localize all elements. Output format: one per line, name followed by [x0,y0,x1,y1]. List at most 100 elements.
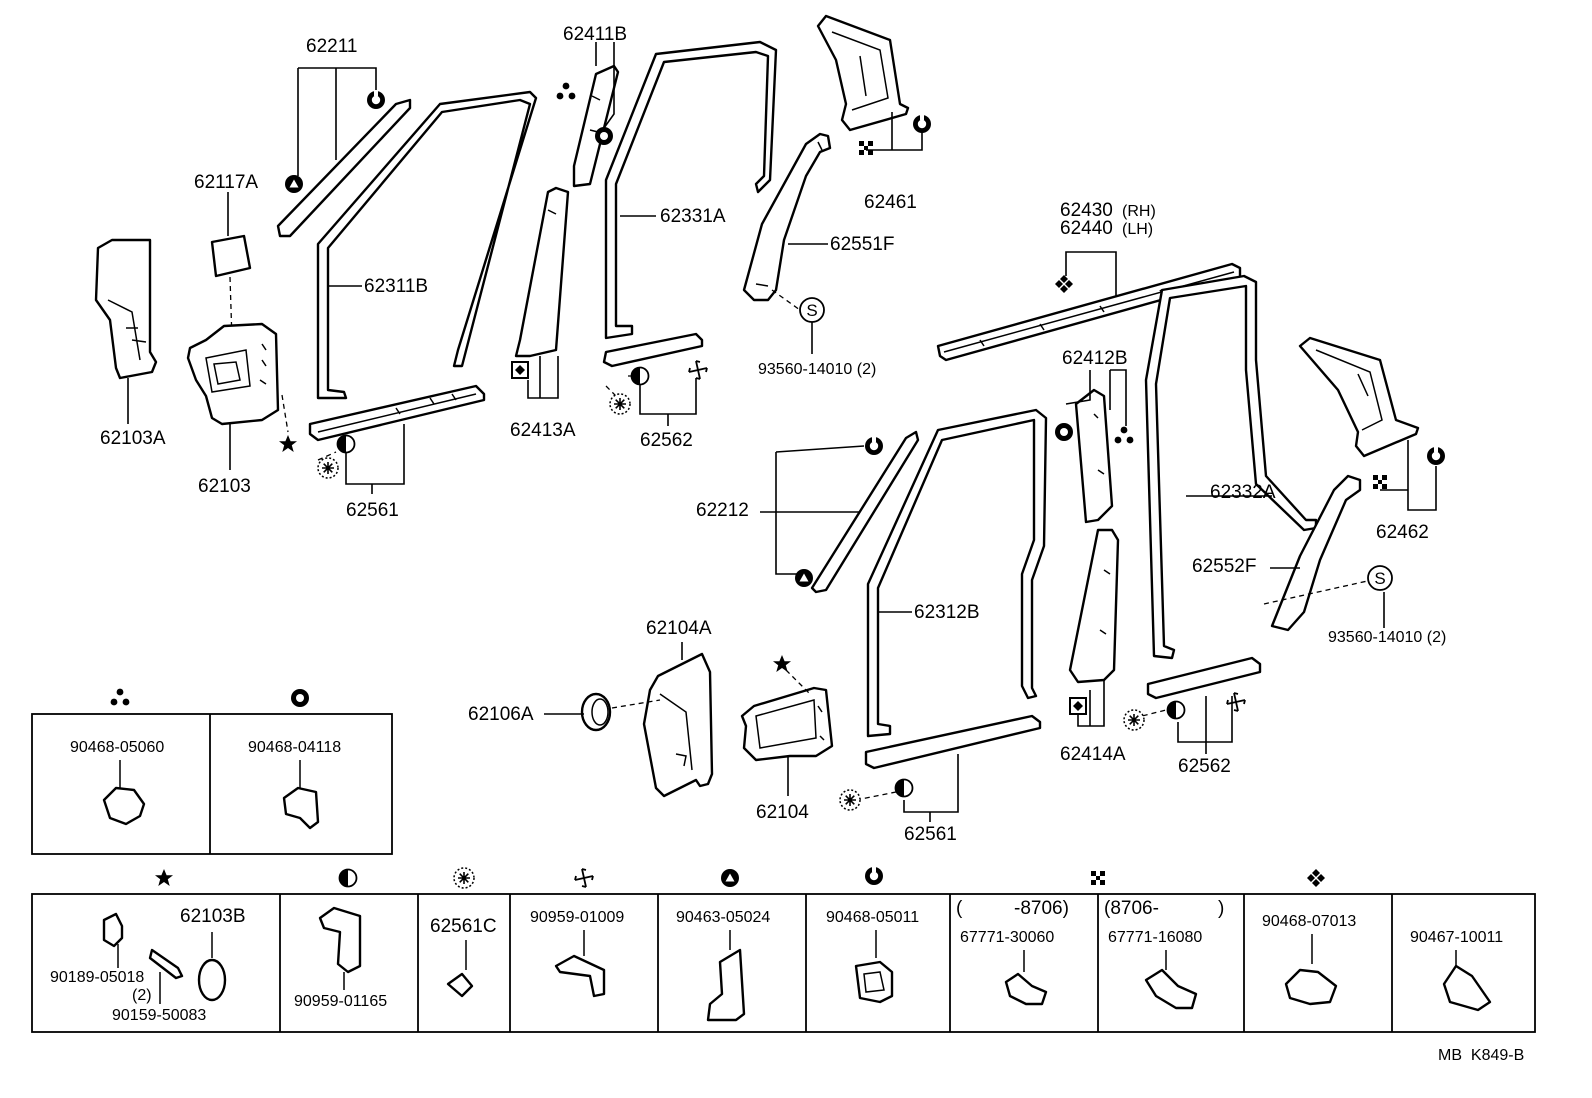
part-62462-drawing [1298,336,1420,458]
label-62551F: 62551F [830,234,894,255]
asterisk-circle-icon [609,393,631,415]
label-62103A: 62103A [100,428,166,449]
label-62212: 62212 [696,500,749,521]
label-62332A: 62332A [1210,482,1276,503]
label-62331A: 62331A [660,206,726,227]
part-62103-drawing [186,322,289,433]
label-62106A: 62106A [468,704,534,725]
label-62562-right: 62562 [1178,756,1231,777]
part-62414A-drawing [1068,528,1120,684]
fastener-90159-50083: 90159-50083 [112,1007,206,1024]
half-circle-icon [336,434,356,454]
label-62412B: 62412B [1062,348,1128,369]
ring-icon [1055,423,1073,441]
label-93560-right: 93560-14010 (2) [1328,629,1446,646]
screw-s-icon [1367,565,1393,591]
part-62104-drawing [740,686,834,762]
label-62562-left: 62562 [640,430,693,451]
label-62430-side: (RH) [1122,203,1156,220]
part-labels: 62211 62411B 62117A 62331A 62461 62551F … [100,24,1446,845]
c-ring-icon [1427,446,1445,465]
asterisk-circle-icon [453,867,475,889]
fastener-date-from-8706: (8706- [1104,898,1159,919]
footer-code: MB K849-B [1438,1047,1524,1064]
star-icon [279,435,297,452]
triangle-circle-icon [795,569,813,587]
part-62212-drawing [810,430,920,594]
label-62414A: 62414A [1060,744,1126,765]
triangle-circle-icon [721,869,739,887]
cross-icon [1373,475,1387,489]
half-circle-icon [338,868,358,888]
label-62552F: 62552F [1192,556,1256,577]
fastener-table-bottom: 62103B 90189-05018 (2) 90159-50083 90959… [31,866,1536,1033]
label-62561-right: 62561 [904,824,957,845]
screw-s-icon [799,297,825,323]
label-62104: 62104 [756,802,809,823]
fastener-90189-05018: 90189-05018 [50,969,144,986]
cross-icon [1091,871,1105,885]
fastener-62103B: 62103B [180,906,246,927]
part-62461-drawing [816,14,910,132]
c-ring-icon [367,90,385,109]
fastener-90468-07013: 90468-07013 [1262,913,1356,930]
part-62106A-drawing [580,692,661,732]
fastener-paren-close: ) [1218,898,1224,919]
part-62551F-drawing [742,132,832,302]
star-icon [773,655,791,672]
three-dot-icon [110,688,130,706]
half-circle-icon [1166,700,1186,720]
label-62462: 62462 [1376,522,1429,543]
label-62561-left: 62561 [346,500,399,521]
part-62103A-drawing [94,238,158,380]
fastener-qty-2: (2) [132,987,152,1004]
cross-icon [859,141,873,155]
triangle-circle-icon [285,175,303,193]
label-93560-left: 93560-14010 (2) [758,361,876,378]
c-ring-icon [865,866,883,885]
fastener-67771-30060: 67771-30060 [960,929,1054,946]
label-62461: 62461 [864,192,917,213]
three-dot-icon [556,82,576,100]
part-62430-drawing [936,262,1242,362]
pinwheel-icon [1226,692,1246,712]
asterisk-circle-icon [317,457,339,479]
part-62104A-drawing [642,652,714,798]
c-ring-icon [913,114,931,133]
part-62117A-drawing [210,234,252,341]
diamond-cluster-icon [1307,869,1325,887]
part-62552F-drawing [1270,474,1362,632]
part-62562-left-drawing [602,332,704,368]
fastener-90467-10011: 90467-10011 [1410,929,1503,946]
label-62440-side: (LH) [1122,221,1153,238]
label-62104A: 62104A [646,618,712,639]
fastener-table-top: 90468-05060 90468-04118 [31,688,393,855]
square-diamond-icon [1069,697,1087,715]
label-62430: 62430 [1060,200,1113,221]
diamond-cluster-icon [1055,275,1073,293]
label-62440: 62440 [1060,218,1113,239]
label-62103: 62103 [198,476,251,497]
label-62311B: 62311B [364,276,428,297]
three-dot-icon [1114,426,1134,444]
part-62412B-drawing [1074,388,1114,524]
star-icon [155,869,173,886]
part-62413A-drawing [514,186,570,358]
part-62211-drawing [276,98,412,238]
half-circle-icon [894,778,914,798]
leader-lines [127,42,1437,822]
square-diamond-icon [511,361,529,379]
label-62211: 62211 [306,36,357,57]
part-62562-right-drawing [1146,656,1262,700]
fastener-date-to-8706: -8706) [1014,898,1069,919]
part-62561-right-drawing [864,714,1042,770]
ring-icon [291,689,309,707]
fastener-90959-01165: 90959-01165 [294,993,387,1010]
fastener-paren-open: ( [956,898,963,919]
ring-icon [595,127,613,145]
asterisk-circle-icon [1123,709,1145,731]
pinwheel-icon [688,360,708,380]
fastener-90463-05024: 90463-05024 [676,909,770,926]
part-62331A-drawing [604,40,778,340]
